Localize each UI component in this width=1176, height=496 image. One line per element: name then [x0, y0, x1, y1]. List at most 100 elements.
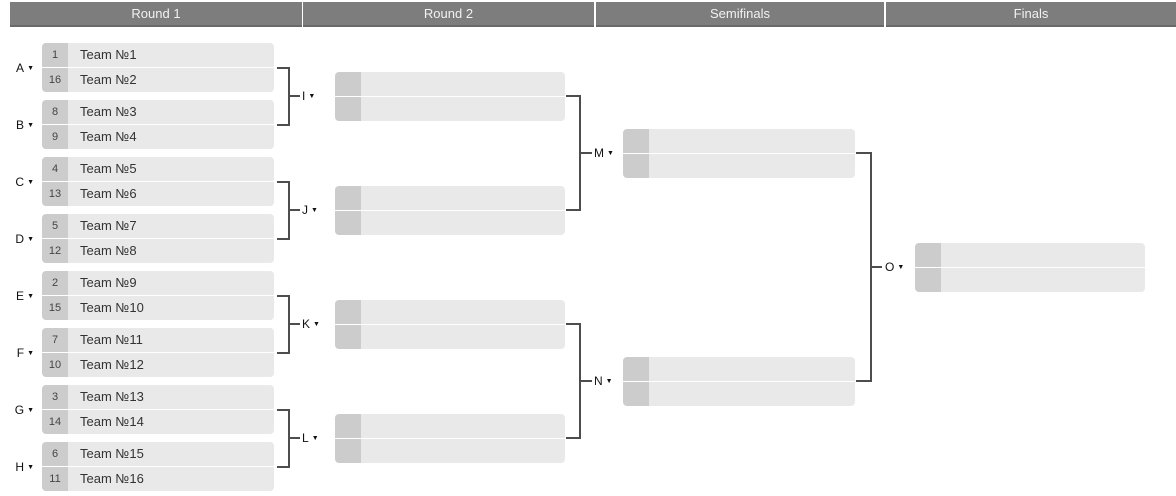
chevron-down-icon: ▼: [605, 378, 613, 385]
seed-badge: 1: [42, 43, 68, 67]
team-name: [361, 210, 565, 235]
bracket-connector: [277, 351, 290, 354]
bracket-connector: [579, 380, 592, 382]
bracket-connector: [277, 123, 290, 126]
match-dropdown-d[interactable]: D▼: [6, 231, 34, 247]
team-name: [361, 438, 565, 463]
match-label: G: [14, 402, 25, 417]
match-dropdown-c[interactable]: C▼: [6, 174, 34, 190]
match-label: B: [16, 117, 25, 132]
team-slot-empty: [623, 356, 855, 381]
seed-badge: 3: [42, 385, 68, 409]
bracket-connector: [277, 237, 290, 240]
team-name: Team №8: [68, 239, 274, 263]
match-label: F: [16, 345, 25, 360]
match-dropdown-m[interactable]: M▼: [594, 145, 614, 161]
match-label: D: [15, 231, 25, 246]
seed-badge: [335, 324, 361, 349]
header-semifinals: Semifinals: [596, 2, 884, 27]
team-name: Team №10: [68, 296, 274, 320]
match-dropdown-b[interactable]: B▼: [6, 117, 34, 133]
bracket-connector: [288, 209, 300, 211]
match-dropdown-f[interactable]: F▼: [6, 345, 34, 361]
match-dropdown-i[interactable]: I▼: [302, 88, 315, 104]
team-slot-empty: [335, 324, 565, 349]
team-name: Team №7: [68, 214, 274, 238]
seed-badge: 2: [42, 271, 68, 295]
match-label: E: [16, 288, 25, 303]
seed-badge: 5: [42, 214, 68, 238]
team-name: [941, 267, 1145, 292]
seed-badge: 4: [42, 157, 68, 181]
match-dropdown-j[interactable]: J▼: [302, 202, 318, 218]
team-slot-empty: [335, 438, 565, 463]
bracket-connector: [277, 408, 290, 411]
match-dropdown-a[interactable]: A▼: [6, 60, 34, 76]
team-slot-empty: [623, 128, 855, 153]
seed-badge: [335, 438, 361, 463]
team-name: Team №14: [68, 410, 274, 434]
bracket-connector: [856, 380, 872, 382]
chevron-down-icon: ▼: [27, 292, 34, 300]
seed-badge: 16: [42, 68, 68, 92]
seed-badge: 8: [42, 100, 68, 124]
bracket-connector: [277, 66, 290, 69]
seed-badge: [335, 413, 361, 438]
chevron-down-icon: ▼: [27, 463, 34, 471]
seed-badge: [335, 185, 361, 210]
team-name: Team №15: [68, 442, 274, 466]
team-name: [361, 413, 565, 438]
team-name: Team №6: [68, 182, 274, 206]
seed-badge: [623, 153, 649, 178]
chevron-down-icon: ▼: [311, 435, 319, 442]
team-slot-empty: [915, 267, 1145, 292]
team-name: Team №9: [68, 271, 274, 295]
match-label: H: [15, 459, 25, 474]
match-dropdown-o[interactable]: O▼: [885, 259, 904, 275]
bracket-connector: [856, 152, 872, 154]
chevron-down-icon: ▼: [27, 349, 34, 357]
match-dropdown-n[interactable]: N▼: [594, 373, 613, 389]
match-k: [335, 299, 565, 349]
match-label: C: [15, 174, 25, 189]
team-name: Team №4: [68, 125, 274, 149]
match-dropdown-h[interactable]: H▼: [6, 459, 34, 475]
team-slot-empty: [335, 96, 565, 121]
seed-badge: 13: [42, 182, 68, 206]
seed-badge: 6: [42, 442, 68, 466]
team-name: [649, 381, 855, 406]
match-dropdown-l[interactable]: L▼: [302, 430, 319, 446]
match-dropdown-e[interactable]: E▼: [6, 288, 34, 304]
team-slot-empty: [335, 71, 565, 96]
chevron-down-icon: ▼: [27, 406, 34, 414]
team-slot-empty: [335, 413, 565, 438]
seed-badge: 15: [42, 296, 68, 320]
team-name: [361, 71, 565, 96]
match-label: L: [302, 431, 309, 445]
match-dropdown-k[interactable]: K▼: [302, 316, 320, 332]
match-dropdown-g[interactable]: G▼: [6, 402, 34, 418]
team-name: Team №13: [68, 385, 274, 409]
match-n: [623, 356, 855, 406]
team-name: Team №1: [68, 43, 274, 67]
header-round2: Round 2: [303, 2, 594, 27]
